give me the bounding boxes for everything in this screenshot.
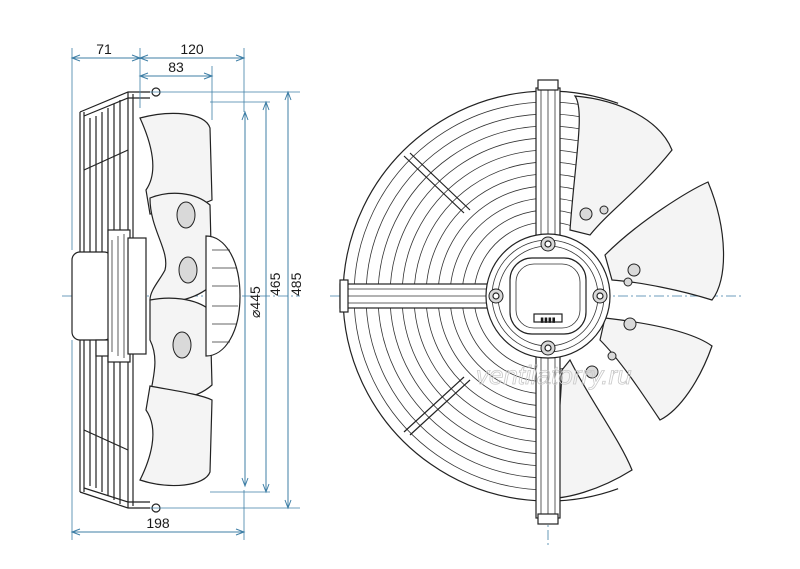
watermark-text: ventilatorry.ru bbox=[476, 360, 632, 390]
front-view: ▮▮▮▮ ventilatorry.ru bbox=[330, 79, 742, 548]
guard-spokes bbox=[403, 152, 471, 436]
dim-120-label: 120 bbox=[180, 41, 204, 57]
side-view: ⌀445 465 485 71 120 83 198 bbox=[62, 41, 304, 540]
dim-83-label: 83 bbox=[168, 59, 184, 75]
mounting-bolts bbox=[488, 205, 641, 379]
hub-side bbox=[205, 235, 241, 357]
dim-198-label: 198 bbox=[146, 515, 170, 531]
dim-465-label: 465 bbox=[267, 272, 283, 296]
motor-flange: ▮▮▮▮ bbox=[485, 233, 611, 359]
motor-side bbox=[71, 229, 147, 363]
dim-445-label: ⌀445 bbox=[247, 286, 263, 318]
blades-side bbox=[139, 112, 213, 487]
motor-label-plate: ▮▮▮▮ bbox=[540, 317, 556, 324]
dim-71-label: 71 bbox=[96, 41, 112, 57]
diameter-dimensions: ⌀445 465 485 bbox=[150, 90, 304, 510]
depth-dimensions: 71 120 83 198 bbox=[70, 41, 246, 540]
dim-485-label: 485 bbox=[288, 272, 304, 296]
